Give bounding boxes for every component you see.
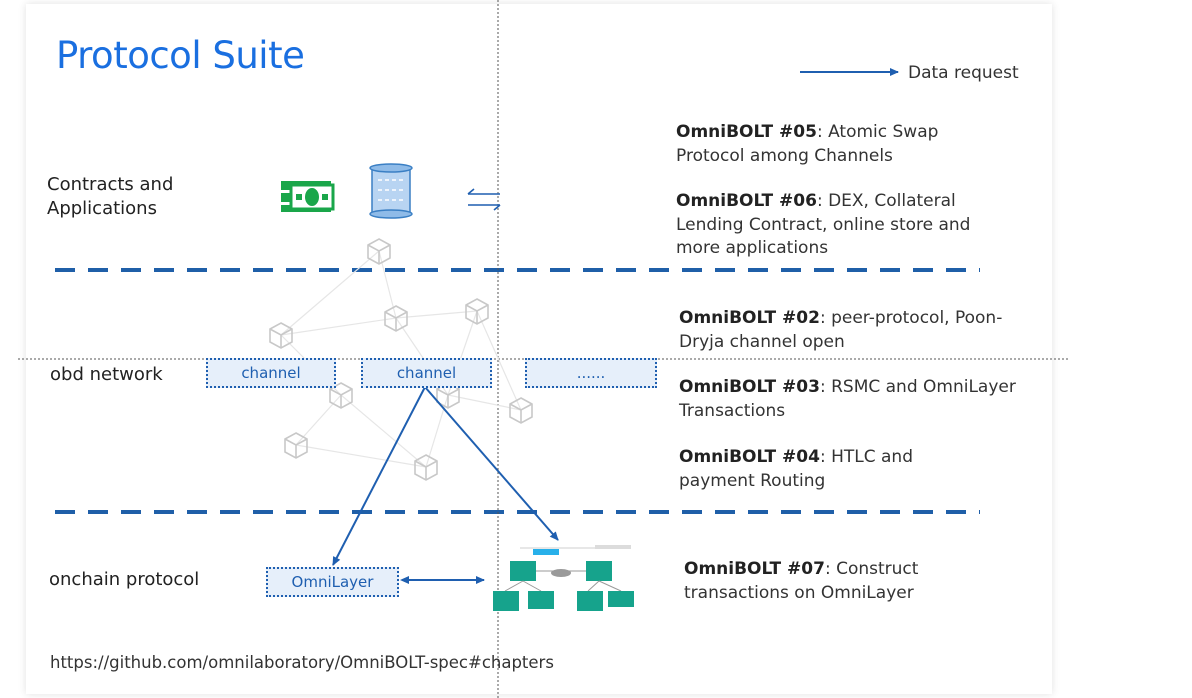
layer-label-contracts: Contracts and Applications: [47, 174, 174, 219]
omnilayer-box: OmniLayer: [266, 567, 399, 597]
description-text: : peer-protocol, Poon-Dryja channel open: [679, 308, 1003, 352]
legend-label: Data request: [908, 63, 1019, 83]
description-id: OmniBOLT #05: [676, 122, 817, 142]
scroll-icon: [369, 163, 413, 219]
description-omnibolt-03: OmniBOLT #03: RSMC and OmniLayer Transac…: [679, 376, 1019, 423]
exchange-arrows-icon: [467, 188, 501, 211]
cube-icon: [509, 397, 533, 424]
transaction-diagram-icon: [493, 545, 634, 611]
arrow-channel-to-omnilayer: [332, 386, 426, 566]
layer-label-network: obd network: [50, 364, 163, 385]
description-omnibolt-05: OmniBOLT #05: Atomic Swap Protocol among…: [676, 121, 976, 168]
description-id: OmniBOLT #07: [684, 559, 825, 579]
money-icon: [281, 181, 335, 212]
arrow-channel-to-transactions: [424, 386, 559, 541]
description-omnibolt-04: OmniBOLT #04: HTLC and payment Routing: [679, 446, 994, 493]
channel-box: channel: [206, 358, 336, 388]
description-text: : RSMC and OmniLayer Transactions: [679, 377, 1016, 421]
layer-label-onchain: onchain protocol: [49, 569, 200, 590]
description-omnibolt-06: OmniBOLT #06: DEX, Collateral Lending Co…: [676, 190, 986, 261]
description-id: OmniBOLT #02: [679, 308, 820, 328]
cube-icon: [269, 322, 293, 349]
cube-icon: [414, 454, 438, 481]
description-text: : HTLC and payment Routing: [679, 447, 913, 491]
description-id: OmniBOLT #04: [679, 447, 820, 467]
slide: [26, 4, 1052, 694]
description-text: : DEX, Collateral Lending Contract, onli…: [676, 191, 971, 258]
cube-icon: [367, 238, 391, 265]
page-title: Protocol Suite: [56, 34, 305, 77]
spec-url[interactable]: https://github.com/omnilaboratory/OmniBO…: [50, 653, 554, 672]
cube-icon: [284, 432, 308, 459]
description-omnibolt-02: OmniBOLT #02: peer-protocol, Poon-Dryja …: [679, 307, 1009, 354]
description-text: : Atomic Swap Protocol among Channels: [676, 122, 939, 166]
description-id: OmniBOLT #03: [679, 377, 820, 397]
description-omnibolt-07: OmniBOLT #07: Construct transactions on …: [684, 558, 929, 605]
description-id: OmniBOLT #06: [676, 191, 817, 211]
cube-icon: [384, 305, 408, 332]
channel-box-more: ......: [525, 358, 657, 388]
channel-box: channel: [361, 358, 492, 388]
description-text: : Construct transactions on OmniLayer: [684, 559, 919, 603]
